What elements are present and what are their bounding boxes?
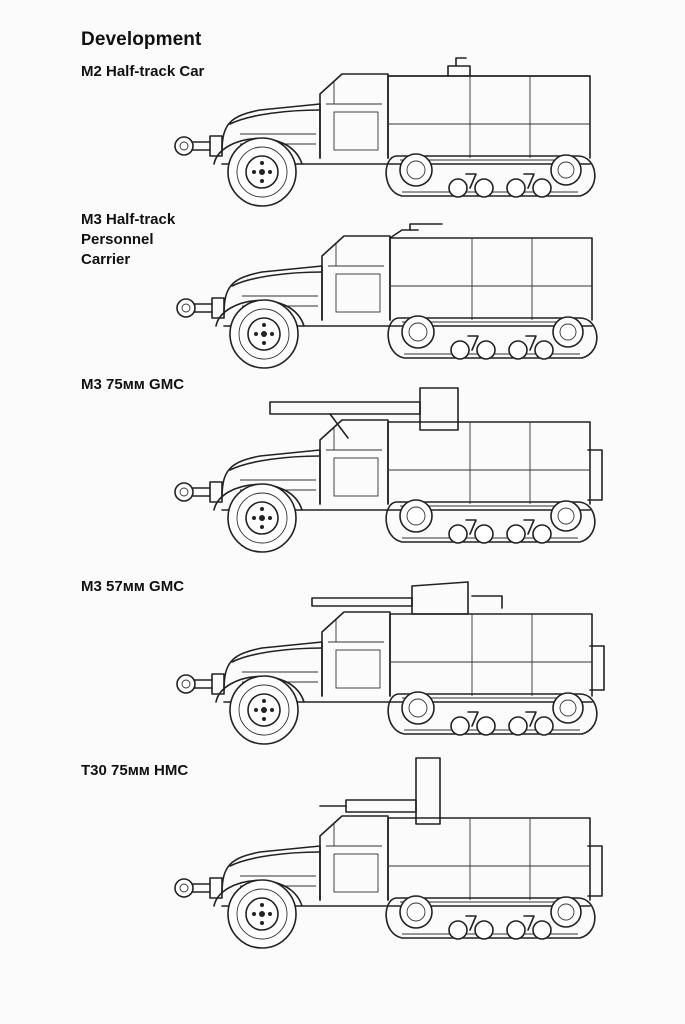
vehicle-label-t30: T30 75мм HMC	[81, 761, 188, 781]
vehicle-label-m3-57mm: M3 57мм GMC	[81, 577, 184, 597]
vehicle-label-line: M2 Half-track Car	[81, 63, 205, 80]
vehicle-label-line: M3 Half-track	[81, 211, 176, 228]
vehicle-label-m2: M2 Half-track Car	[81, 62, 204, 82]
vehicle-label-line: T30 75мм HMC	[81, 762, 189, 779]
vehicle-label-m3-carrier: M3 Half-track Personnel Carrier	[81, 210, 175, 270]
vehicle-label-line: Carrier	[81, 251, 131, 268]
m3-57mm-gmc-drawing	[0, 580, 685, 745]
m2-half-track-car-drawing	[0, 56, 685, 216]
m3-75mm-gmc-drawing	[0, 380, 685, 555]
m3-half-track-personnel-carrier-drawing	[0, 220, 685, 370]
vehicle-label-line: M3 75мм GMC	[81, 376, 185, 393]
vehicle-label-m3-75mm: M3 75мм GMC	[81, 375, 184, 395]
page-heading: Development	[81, 29, 202, 50]
vehicle-label-line: Personnel	[81, 231, 154, 248]
vehicle-label-line: M3 57мм GMC	[81, 578, 185, 595]
t30-75mm-hmc-drawing	[0, 756, 685, 951]
